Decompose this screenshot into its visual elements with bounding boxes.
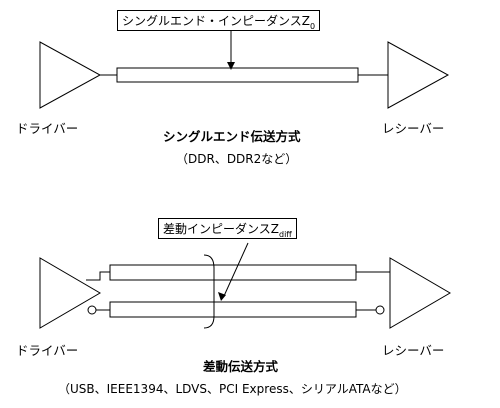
diff-driver-triangle	[39, 257, 101, 329]
se-driver-triangle	[39, 41, 102, 109]
se-receiver-label: レシーバー	[382, 121, 445, 136]
diff-driver-bubble	[87, 305, 97, 315]
se-callout-arrowhead	[227, 62, 235, 70]
se-callout-subscript: 0	[309, 22, 316, 31]
diff-callout-text: 差動インピーダンスZ	[163, 222, 279, 236]
se-impedance-callout: シングルエンド・インピーダンスZ0	[117, 10, 321, 31]
diff-title: 差動伝送方式	[203, 359, 279, 374]
se-subtitle: （DDR、DDR2など）	[176, 152, 298, 166]
diff-receiver-triangle	[389, 257, 451, 329]
se-driver-label: ドライバー	[16, 121, 79, 136]
diff-subtitle: （USB、IEEE1394、LDVS、PCI Express、シリアルATAなど…	[58, 382, 407, 396]
diff-callout-arrowhead	[218, 292, 226, 301]
se-callout-text: シングルエンド・インピーダンスZ	[122, 14, 310, 28]
diff-pair-bracket	[203, 254, 215, 329]
se-receiver-triangle	[387, 41, 450, 109]
se-transmission-line	[116, 67, 359, 83]
se-title: シングルエンド伝送方式	[163, 129, 301, 144]
diff-callout-arrow	[223, 242, 249, 297]
diff-receiver-label: レシーバー	[382, 343, 445, 358]
diff-receiver-bubble	[375, 305, 385, 315]
diff-callout-subscript: diff	[278, 230, 292, 239]
diff-impedance-callout: 差動インピーダンスZdiff	[158, 218, 297, 239]
diff-transmission-line-top	[109, 264, 357, 281]
diff-driver-lead-top	[86, 271, 110, 281]
diff-driver-label: ドライバー	[16, 343, 79, 358]
diff-transmission-line-bottom	[109, 301, 357, 318]
